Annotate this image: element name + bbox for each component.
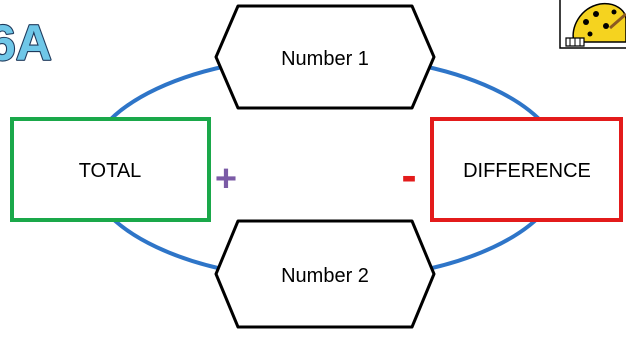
number-1-label: Number 1 — [281, 48, 369, 70]
minus-operator: - — [401, 149, 416, 201]
number-1-hexagon — [214, 4, 436, 110]
total-node: TOTAL — [10, 117, 211, 222]
cartoon-animal-logo-icon — [559, 0, 626, 49]
number-2-label: Number 2 — [281, 265, 369, 287]
number-1-node: Number 1 — [214, 4, 436, 110]
number-2-hexagon — [214, 219, 436, 329]
total-label: TOTAL — [79, 160, 142, 182]
difference-label: DIFFERENCE — [463, 160, 591, 182]
number-2-node: Number 2 — [214, 219, 436, 329]
plus-operator: + — [215, 158, 237, 200]
difference-node: DIFFERENCE — [430, 117, 623, 222]
total-box — [10, 117, 211, 222]
page-label: 6A — [0, 15, 52, 71]
difference-box — [430, 117, 623, 222]
